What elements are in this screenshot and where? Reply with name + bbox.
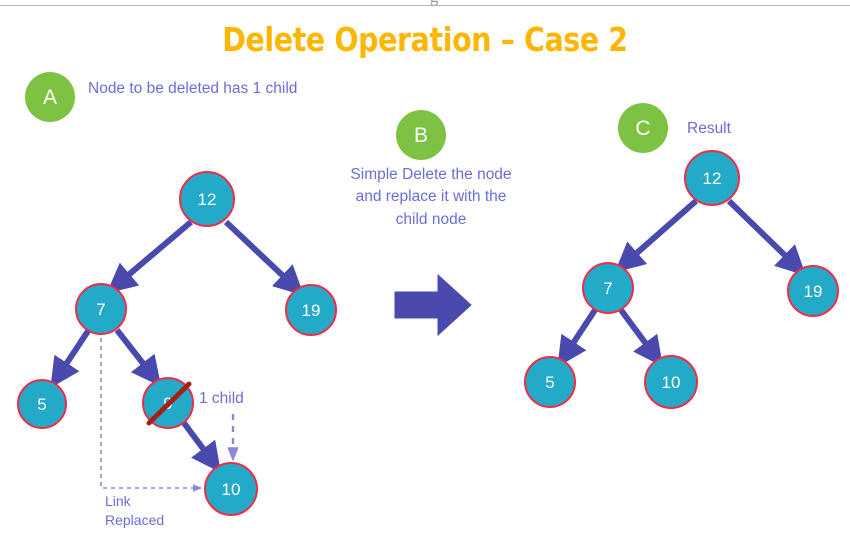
step-badge-a: A (25, 72, 75, 122)
tree-node-7-right[interactable]: 7 (582, 262, 634, 314)
tree-node-12-right[interactable]: 12 (684, 150, 740, 206)
transition-arrow (394, 273, 472, 337)
link-replaced-line1: Link (105, 493, 131, 509)
edge-r12-to-r7 (614, 198, 698, 273)
tree-node-5-right[interactable]: 5 (524, 356, 576, 408)
edge-12-to-7 (106, 219, 193, 294)
step-caption-b-line1: Simple Delete the node (350, 166, 512, 183)
page-title: Delete Operation – Case 2 (222, 20, 628, 59)
step-badge-c: C (618, 103, 668, 153)
step-caption-b-line2: and replace it with the (355, 188, 507, 206)
one-child-label: 1 child (199, 390, 244, 407)
tree-node-10-right[interactable]: 10 (644, 355, 698, 409)
clipped-glyph: g (430, 0, 439, 7)
edge-12-to-19 (223, 219, 305, 296)
step-badge-b: B (396, 110, 446, 160)
edge-r12-to-r19 (726, 198, 807, 276)
step-caption-c: Result (687, 120, 731, 137)
tree-node-19-right[interactable]: 19 (787, 265, 839, 317)
step-caption-b: Simple Delete the node and replace it wi… (318, 164, 544, 231)
edge-r7-to-r5 (557, 308, 598, 368)
step-caption-a: Node to be deleted has 1 child (88, 80, 298, 97)
top-divider-rule (0, 5, 850, 6)
tree-node-5-left[interactable]: 5 (17, 379, 67, 429)
tree-node-12-left[interactable]: 12 (179, 171, 235, 227)
step-caption-b-line3: child node (395, 210, 467, 228)
tree-node-10-left[interactable]: 10 (204, 462, 258, 516)
tree-node-9-left-deleted[interactable]: 9 (142, 377, 194, 429)
tree-node-19-left[interactable]: 19 (285, 284, 337, 336)
link-replaced-label: Link Replaced (105, 492, 195, 530)
left-tree-edges (50, 219, 305, 473)
edge-9-to-10 (181, 421, 222, 473)
edge-7-to-9 (114, 328, 162, 387)
link-replaced-line2: Replaced (105, 511, 165, 528)
edge-r7-to-r10 (618, 308, 663, 367)
tree-node-7-left[interactable]: 7 (75, 283, 127, 335)
edge-7-to-5 (50, 329, 91, 389)
